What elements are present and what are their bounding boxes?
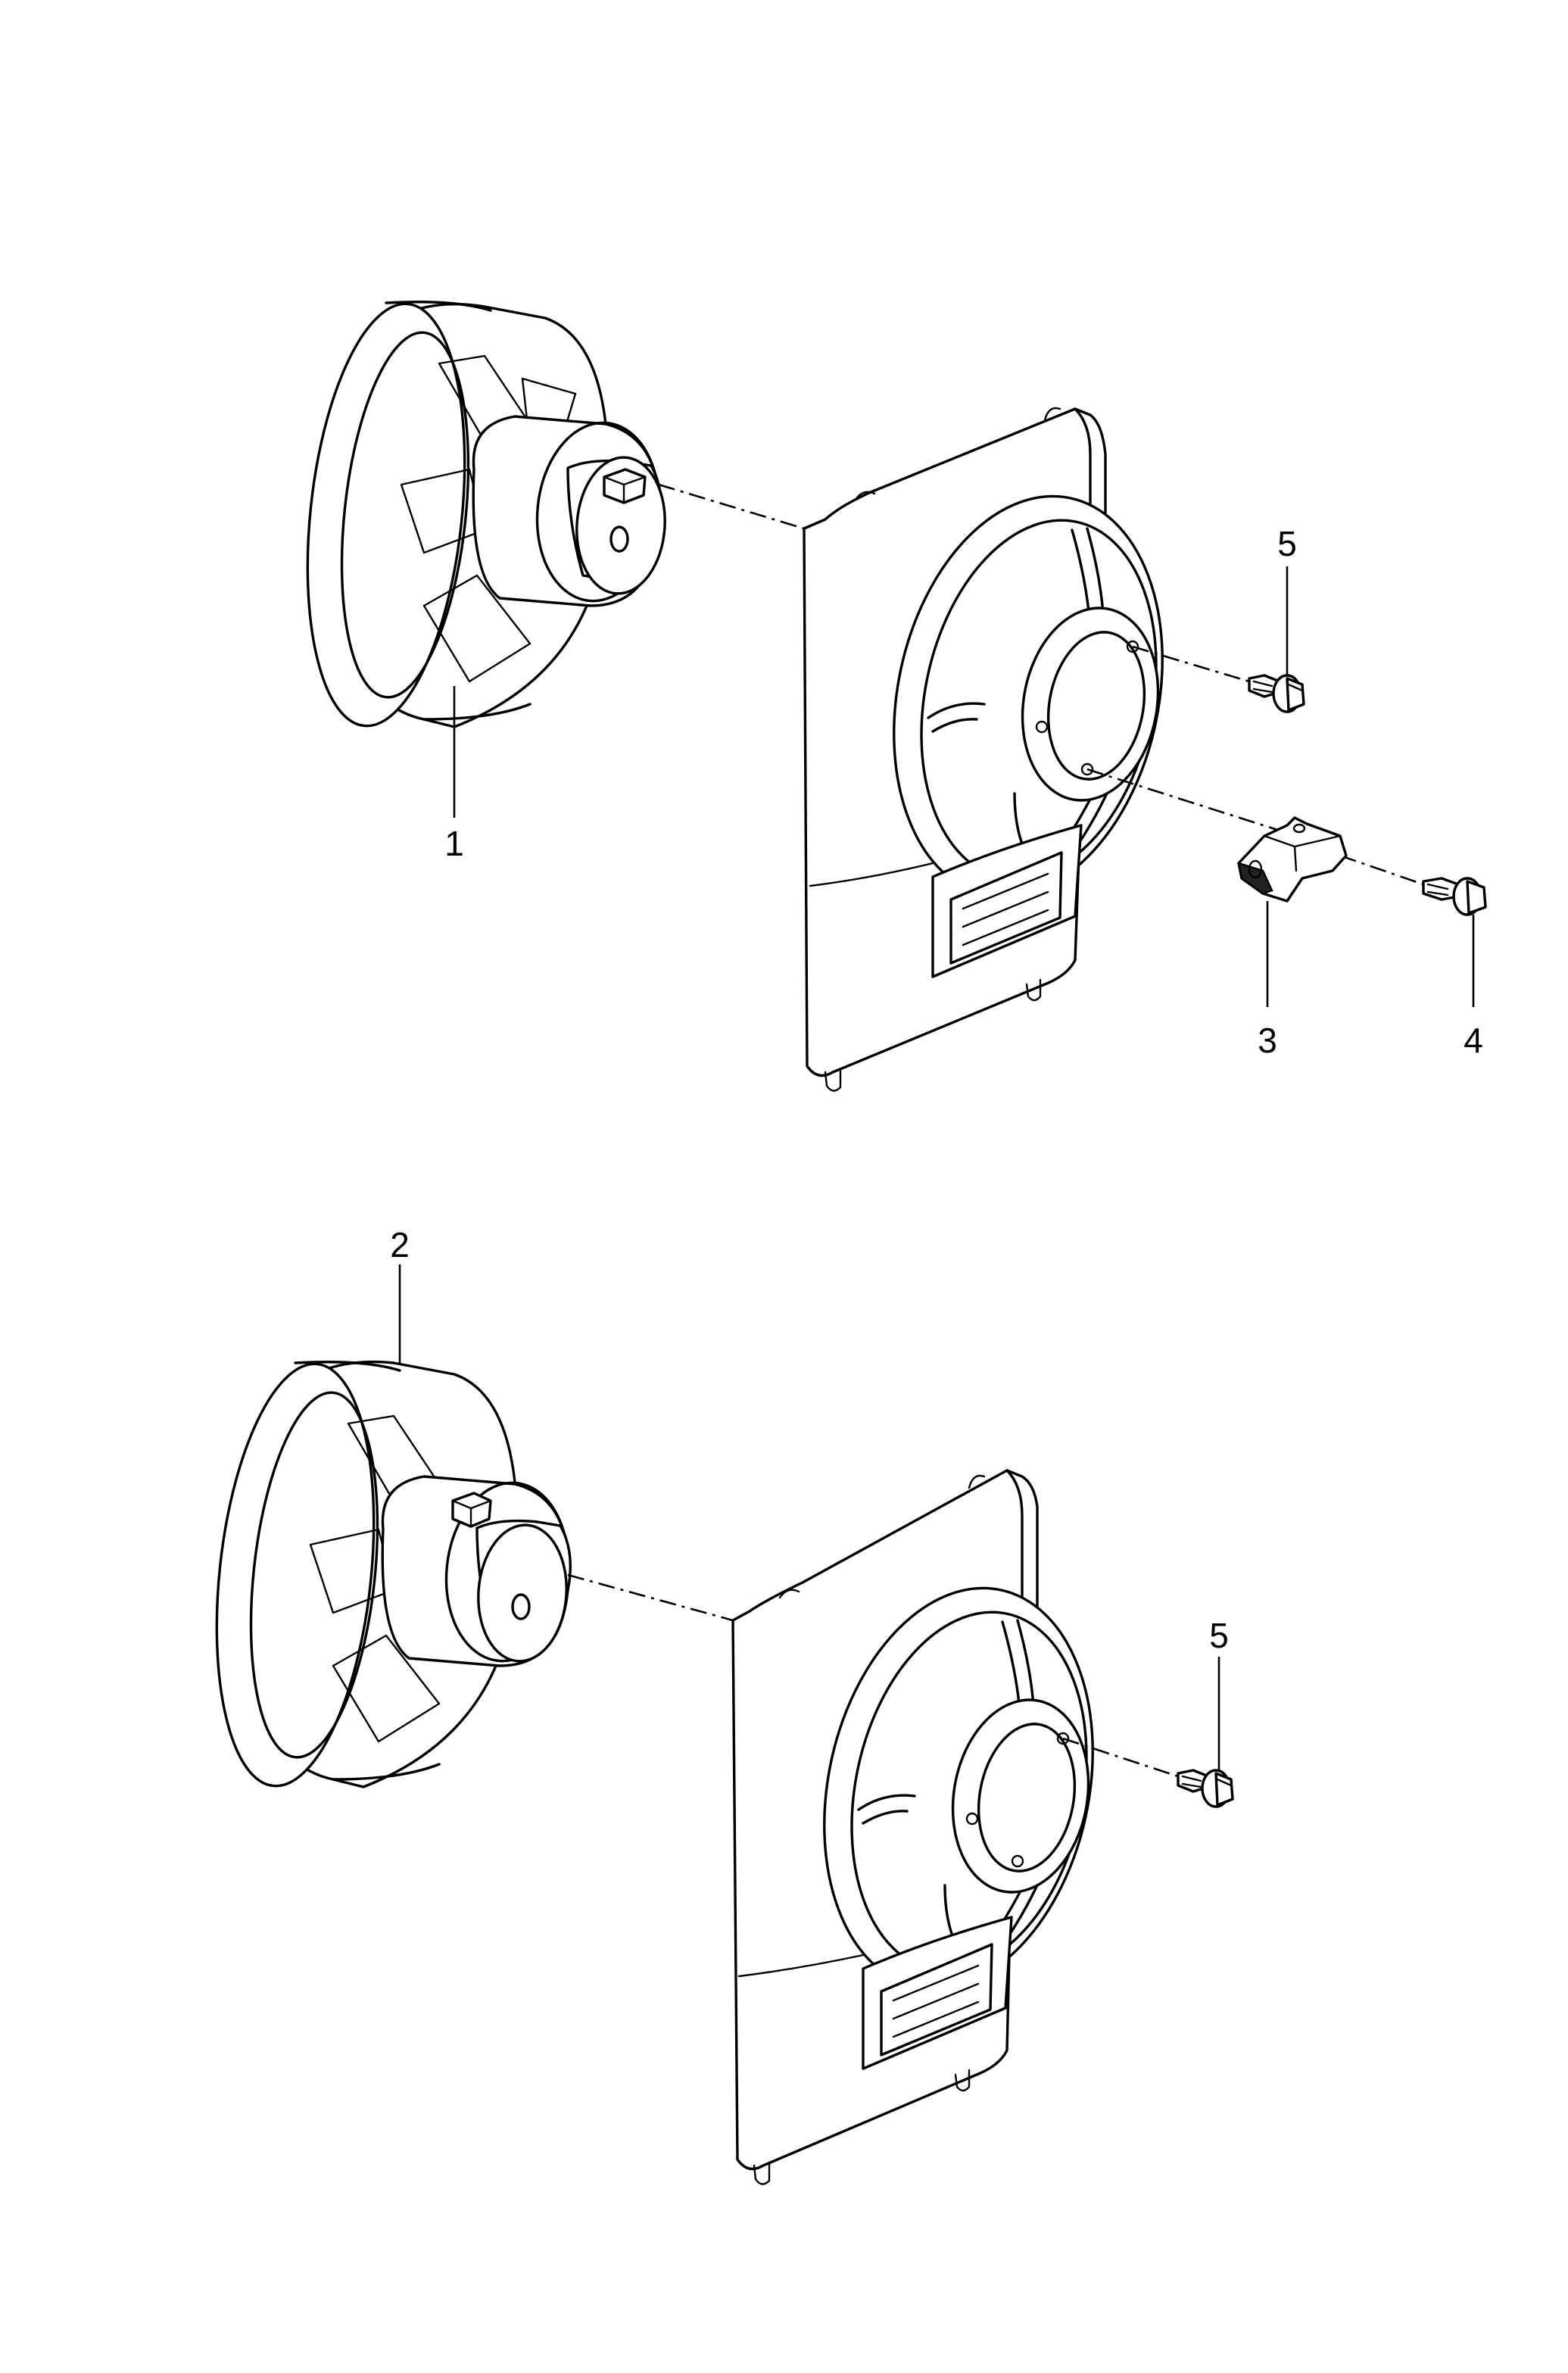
cooling-fan-2 — [215, 1360, 572, 1788]
assembly-line-top-screw5 — [1132, 645, 1250, 683]
assembly-line-top-screw4 — [1339, 854, 1424, 886]
screw-4 — [1422, 877, 1487, 916]
assembly-line-top-fan — [658, 483, 805, 530]
callout-5-top: 5 — [1277, 524, 1297, 563]
assembly-line-bottom-screw5 — [1062, 1737, 1179, 1778]
callout-5-bottom: 5 — [1209, 1616, 1229, 1655]
bracket-3 — [1237, 816, 1348, 903]
assembly-line-bottom-fan — [567, 1573, 734, 1622]
callout-1: 1 — [444, 824, 464, 863]
fan-shroud-top — [803, 407, 1164, 1092]
callout-2: 2 — [390, 1225, 410, 1264]
callout-4: 4 — [1464, 1021, 1483, 1060]
callout-3: 3 — [1258, 1021, 1277, 1060]
screw-5-top — [1248, 674, 1305, 713]
cooling-fan-1 — [306, 301, 666, 728]
fan-shroud-bottom — [731, 1469, 1094, 2185]
assembly-line-top-bracket — [1086, 768, 1288, 834]
screw-5-bottom — [1177, 1769, 1234, 1808]
